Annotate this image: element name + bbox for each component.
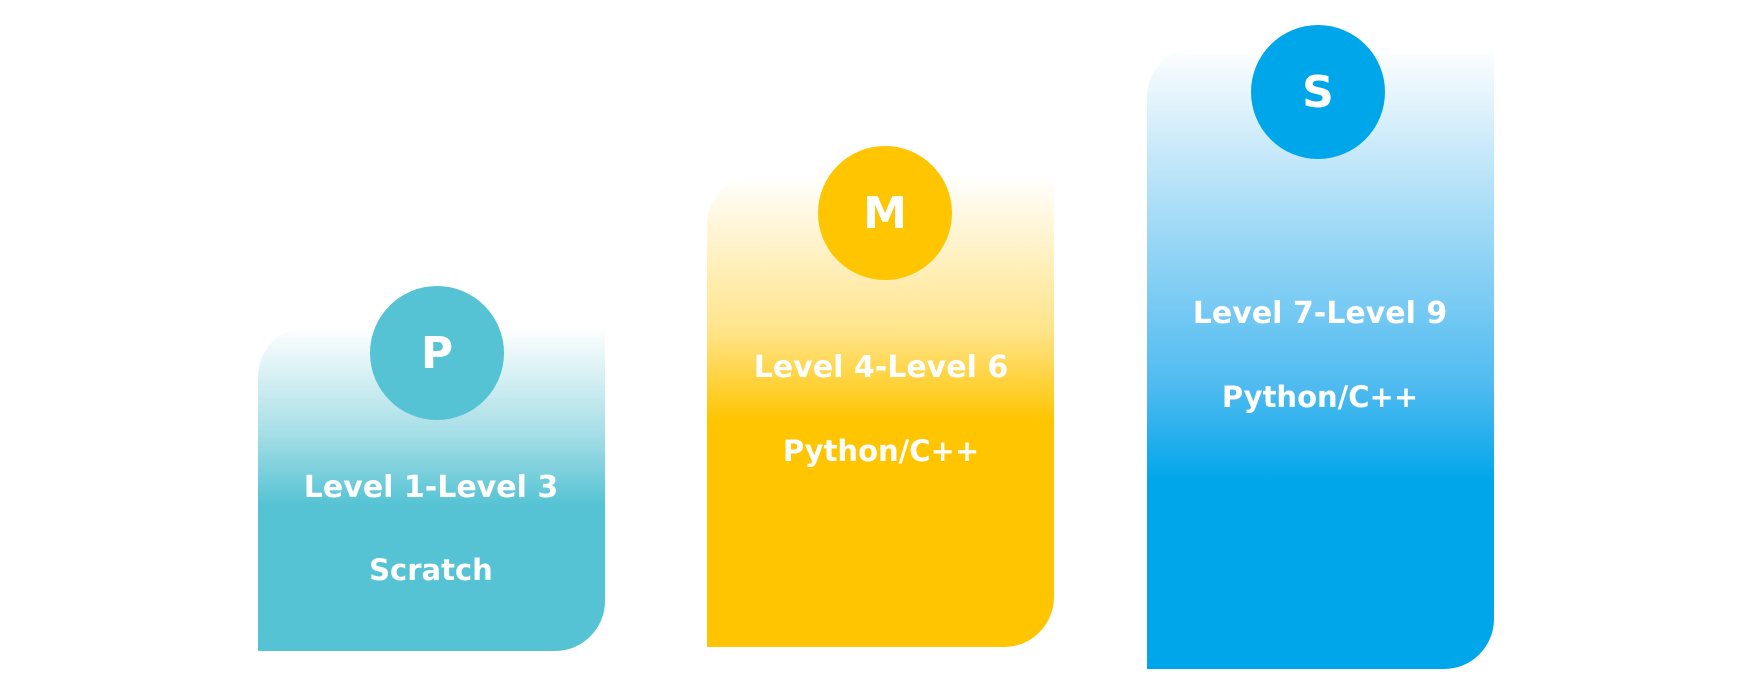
tier-p-letter: P	[420, 327, 454, 379]
tier-m-levels: Level 4-Level 6	[753, 350, 1009, 385]
tier-m-badge: M	[818, 146, 952, 280]
tier-p-levels: Level 1-Level 3	[303, 470, 559, 505]
tier-m-language: Python/C++	[782, 434, 980, 468]
tier-s-letter: S	[1302, 66, 1334, 118]
tier-s-levels: Level 7-Level 9	[1192, 296, 1448, 331]
tier-m-letter: M	[863, 187, 907, 239]
tier-s-badge: S	[1251, 25, 1385, 159]
tier-s-language: Python/C++	[1221, 380, 1419, 414]
tier-p-language: Scratch	[369, 553, 493, 587]
tier-p-badge: P	[370, 286, 504, 420]
